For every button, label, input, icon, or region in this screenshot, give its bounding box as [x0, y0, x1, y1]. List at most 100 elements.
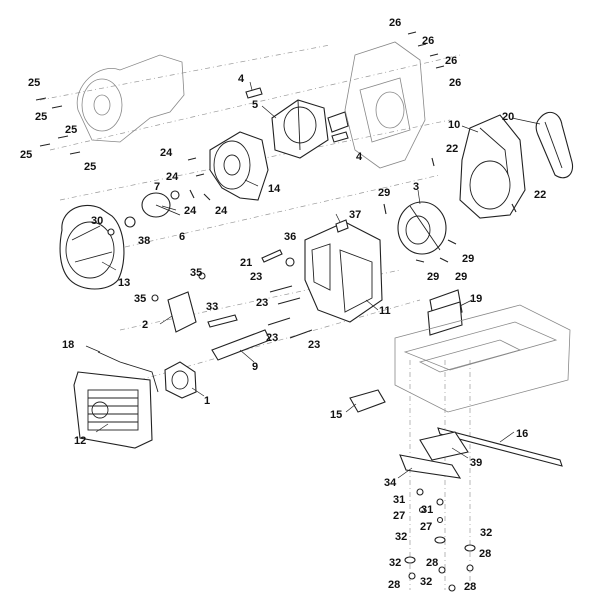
callout-32: 32 [395, 531, 407, 543]
callout-34: 34 [384, 477, 397, 489]
ring-part-35-a [198, 272, 206, 280]
screw-part-23-a [269, 285, 293, 293]
callout-2: 2 [142, 319, 148, 331]
callout-36: 36 [284, 231, 296, 243]
screw-part-23-b [277, 297, 301, 305]
front-cover-part-13 [59, 204, 125, 290]
callout-26: 26 [449, 77, 461, 89]
screws-part-22 [431, 157, 517, 213]
callout-11: 11 [379, 305, 391, 317]
callout-33: 33 [206, 301, 218, 313]
callout-26: 26 [445, 55, 457, 67]
callout-25: 25 [84, 161, 96, 173]
callout-24: 24 [215, 205, 228, 217]
callout-28: 28 [464, 581, 476, 593]
wire-part-18 [97, 351, 159, 393]
callout-3: 3 [413, 181, 419, 193]
bracket-part-15 [349, 389, 386, 413]
callout-24: 24 [166, 171, 179, 183]
callout-7: 7 [154, 181, 160, 193]
screws-part-25 [35, 97, 81, 155]
callout-28: 28 [388, 579, 400, 591]
callout-39: 39 [470, 457, 482, 469]
frame-housing-outline [344, 41, 426, 169]
rod-part-16 [437, 427, 563, 467]
callout-30: 30 [91, 215, 103, 227]
assembly-axis-lines [39, 44, 471, 590]
screws-part-29 [383, 203, 457, 263]
callout-22: 22 [446, 143, 458, 155]
callout-15: 15 [330, 409, 342, 421]
callout-25: 25 [35, 111, 47, 123]
ring-part-7 [170, 190, 180, 200]
callout-25: 25 [65, 124, 77, 136]
callout-labels: 26 26 26 26 25 25 25 25 25 4 5 4 20 10 2… [20, 17, 546, 593]
plate-part-39 [419, 431, 469, 461]
ring-part-36 [285, 257, 295, 267]
hardware-bottom [404, 488, 476, 592]
callout-23: 23 [266, 332, 278, 344]
pulley-part-3 [397, 201, 447, 255]
callout-1: 1 [204, 395, 210, 407]
callout-25: 25 [20, 149, 32, 161]
callout-29: 29 [462, 253, 474, 265]
callout-4: 4 [238, 73, 245, 85]
callout-4: 4 [356, 151, 363, 163]
plate-part-2 [167, 291, 197, 333]
ring-part-35-b [151, 294, 159, 302]
callout-22: 22 [534, 189, 546, 201]
callout-24: 24 [184, 205, 197, 217]
bushing-part-37 [335, 219, 349, 233]
callout-29: 29 [455, 271, 467, 283]
callout-24: 24 [160, 147, 173, 159]
grille-cover-part-12 [73, 371, 153, 449]
leader-lines [85, 81, 541, 479]
callout-28: 28 [479, 548, 491, 560]
pin-part-4-lower [331, 131, 349, 143]
callout-5: 5 [252, 99, 258, 111]
callout-26: 26 [422, 35, 434, 47]
belt-part-20 [535, 111, 574, 179]
callout-38: 38 [138, 235, 150, 247]
callout-32: 32 [389, 557, 401, 569]
pin-part-4-upper [245, 87, 263, 99]
screws-part-24 [187, 157, 211, 201]
screw-part-23-c [267, 317, 291, 326]
callout-35: 35 [190, 267, 202, 279]
callout-32: 32 [420, 576, 432, 588]
callout-28: 28 [426, 557, 438, 569]
shaft-part-9 [211, 329, 271, 361]
callout-23: 23 [308, 339, 320, 351]
callout-14: 14 [268, 183, 281, 195]
impeller-part-1 [164, 361, 197, 399]
bracket-part-11 [304, 221, 383, 323]
callout-31: 31 [393, 494, 405, 506]
callout-18: 18 [62, 339, 74, 351]
callout-13: 13 [118, 277, 130, 289]
callout-23: 23 [250, 271, 262, 283]
screw-part-23-d [289, 329, 313, 339]
shaft-part-33 [207, 314, 238, 328]
callout-29: 29 [378, 187, 390, 199]
callout-19: 19 [470, 293, 482, 305]
callout-10: 10 [448, 119, 460, 131]
screws-part-26 [407, 31, 445, 69]
housing-part-14 [209, 131, 269, 201]
motor-part-5 [271, 99, 349, 159]
callout-12: 12 [74, 435, 86, 447]
callout-32: 32 [480, 527, 492, 539]
callout-26: 26 [389, 17, 401, 29]
callout-27: 27 [420, 521, 432, 533]
end-housing-part-10 [459, 114, 526, 219]
callout-9: 9 [252, 361, 258, 373]
spring-part-21 [261, 249, 283, 263]
bracket-part-34 [399, 454, 462, 479]
callout-16: 16 [516, 428, 528, 440]
callout-20: 20 [502, 111, 514, 123]
callout-35: 35 [134, 293, 146, 305]
disc-part-6 [141, 192, 181, 218]
callout-27: 27 [393, 510, 405, 522]
callout-37: 37 [349, 209, 361, 221]
callout-6: 6 [179, 231, 185, 243]
